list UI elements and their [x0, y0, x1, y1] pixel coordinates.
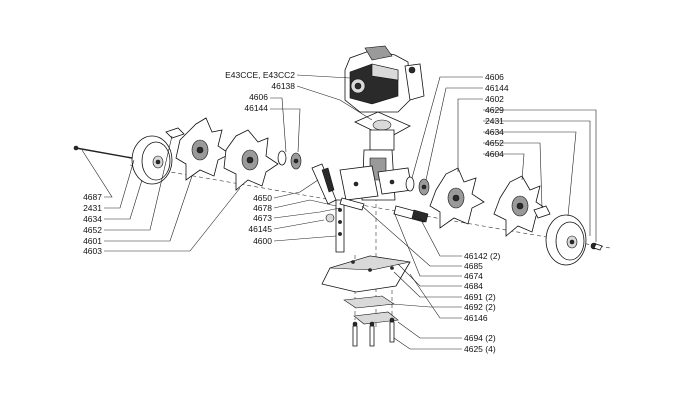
pin-46145	[325, 213, 335, 223]
spring-46142	[393, 205, 429, 223]
label-46145: 46145	[248, 224, 272, 234]
left-wheel	[131, 135, 173, 185]
right-pin-4629	[590, 242, 603, 251]
label-4602: 4602	[485, 94, 504, 104]
label-4673: 4673	[253, 213, 272, 223]
label-4601: 4601	[83, 236, 102, 246]
label-4652-left: 4652	[83, 225, 102, 235]
label-4606-left: 4606	[249, 92, 268, 102]
right-tine-inner	[429, 167, 485, 229]
label-4606-right: 4606	[485, 72, 504, 82]
label-4684: 4684	[464, 281, 483, 291]
right-spacers	[405, 176, 430, 196]
left-clip-4652	[165, 127, 185, 139]
label-4650: 4650	[253, 193, 272, 203]
left-tine-inner	[223, 129, 279, 191]
lever-4650	[311, 163, 337, 205]
depth-bar	[335, 199, 345, 253]
label-4629: 4629	[485, 105, 504, 115]
gearbox	[339, 149, 413, 201]
right-tine-outer	[493, 175, 549, 237]
label-4687: 4687	[83, 192, 102, 202]
label-4625: 4625 (4)	[464, 344, 496, 354]
label-4674: 4674	[464, 271, 483, 281]
label-4604: 4604	[485, 149, 504, 159]
label-4692: 4692 (2)	[464, 302, 496, 312]
skid-plate	[321, 255, 411, 293]
label-4694: 4694 (2)	[464, 333, 496, 343]
engine	[344, 45, 425, 113]
right-wheel	[545, 214, 587, 266]
bolts-4625	[351, 260, 395, 347]
engine-mount-plate	[354, 111, 411, 151]
left-spacers	[277, 150, 302, 170]
label-4600: 4600	[253, 236, 272, 246]
label-46144-right: 46144	[485, 83, 509, 93]
label-4685: 4685	[464, 261, 483, 271]
shim-plates	[343, 295, 399, 325]
leader-lines	[81, 74, 597, 350]
label-4691: 4691 (2)	[464, 292, 496, 302]
part-labels: E43CCE, E43CC2 46138 4606 46144 4650 467…	[83, 70, 509, 354]
label-4678: 4678	[253, 203, 272, 213]
label-4652-right: 4652	[485, 138, 504, 148]
axle-4687	[73, 145, 133, 159]
left-tine-outer	[175, 117, 231, 181]
label-4634-right: 4634	[485, 127, 504, 137]
label-46142: 46142 (2)	[464, 251, 501, 261]
label-engine: E43CCE, E43CC2	[225, 70, 295, 80]
label-46138: 46138	[271, 81, 295, 91]
label-4603: 4603	[83, 246, 102, 256]
clevis-4685	[339, 197, 365, 211]
label-46146: 46146	[464, 313, 488, 323]
label-2431-right: 2431	[485, 116, 504, 126]
label-4634-left: 4634	[83, 214, 102, 224]
label-2431-left: 2431	[83, 203, 102, 213]
label-46144-left: 46144	[244, 103, 268, 113]
